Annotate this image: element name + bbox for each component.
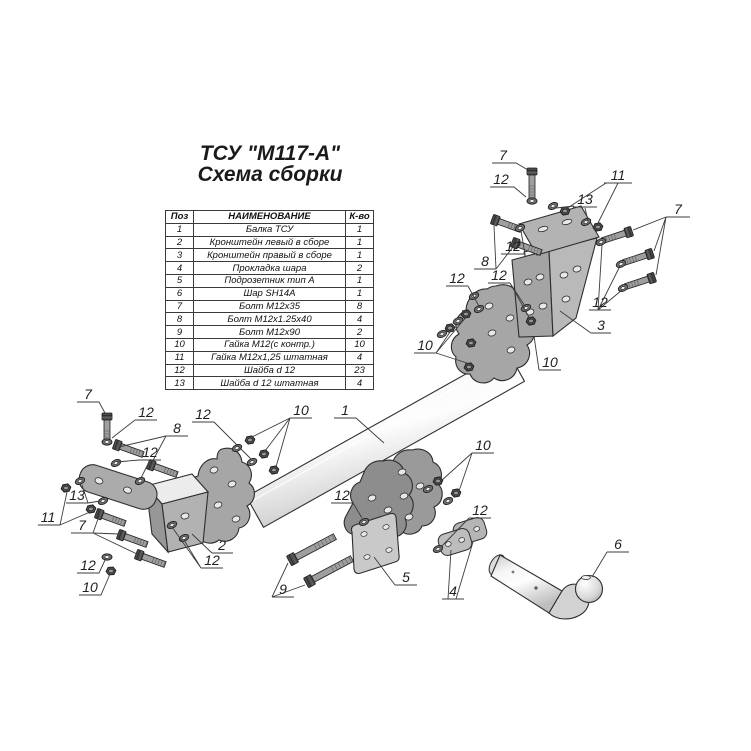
bolt xyxy=(526,167,538,200)
washer xyxy=(101,438,113,446)
bolt xyxy=(623,271,657,292)
callout-label: 12 xyxy=(138,404,154,420)
callout-label: 7 xyxy=(674,201,683,217)
drawing-title: ТСУ "М117-А" Схема сборки xyxy=(160,143,380,185)
bolt xyxy=(600,225,634,246)
callout-label: 7 xyxy=(78,517,87,533)
cell-name: Шайба d 12 штатная xyxy=(193,376,346,391)
towball-part-6 xyxy=(488,554,604,620)
callout-label: 3 xyxy=(597,317,605,333)
callout-label: 12 xyxy=(142,444,158,460)
nut xyxy=(85,503,97,515)
bolt xyxy=(145,458,180,480)
callout-label: 12 xyxy=(80,557,96,573)
nut xyxy=(105,566,117,576)
drawing-title-line1: ТСУ "М117-А" xyxy=(199,142,341,165)
nut xyxy=(258,448,270,460)
bolt xyxy=(133,548,168,570)
callout-label: 10 xyxy=(293,402,309,418)
washer xyxy=(546,200,560,212)
callout-label: 5 xyxy=(402,569,410,585)
callout-label: 12 xyxy=(449,270,465,286)
callout-label: 12 xyxy=(493,171,509,187)
callout-labels: 7 12 11 13 7 12 8 12 12 12 3 10 10 1 10 … xyxy=(41,147,683,599)
washer xyxy=(441,495,455,507)
callout-label: 12 xyxy=(592,294,608,310)
bolt-long xyxy=(286,531,338,567)
callout-label: 12 xyxy=(195,406,211,422)
callout-label: 6 xyxy=(614,536,622,552)
callout-label: 10 xyxy=(475,437,491,453)
bolt xyxy=(621,247,655,268)
cell-qty: 1 xyxy=(345,273,374,288)
callout-label: 10 xyxy=(542,354,558,370)
callout-label: 4 xyxy=(449,583,457,599)
callout-label: 12 xyxy=(204,552,220,568)
drawing-title-line2: Схема сборки xyxy=(197,163,343,186)
callout-label: 11 xyxy=(611,167,626,183)
callout-label: 8 xyxy=(481,253,489,269)
callout-label: 12 xyxy=(491,267,507,283)
callout-label: 12 xyxy=(472,502,488,518)
washer xyxy=(101,553,113,561)
left-bracket-part-2 xyxy=(78,464,210,554)
callout-leader-lines xyxy=(38,162,690,600)
washer xyxy=(109,457,123,469)
washer xyxy=(526,197,538,205)
callout-label: 9 xyxy=(279,581,287,597)
callout-label: 13 xyxy=(69,487,85,503)
bolt-long xyxy=(303,553,355,589)
beam-part-1 xyxy=(245,350,526,528)
ball-gaskets-part-4 xyxy=(437,517,488,556)
callout-label: 1 xyxy=(341,402,349,418)
callout-label: 2 xyxy=(217,537,226,553)
callout-label: 12 xyxy=(505,238,521,254)
callout-label: 7 xyxy=(499,147,508,163)
nut xyxy=(244,434,256,446)
callout-label: 7 xyxy=(84,386,93,402)
callout-label: 11 xyxy=(41,509,56,525)
table-header-row: Поз НАИМЕНОВАНИЕ К-во xyxy=(165,210,374,224)
cell-qty: 4 xyxy=(345,376,374,391)
callout-label: 8 xyxy=(173,420,181,436)
callout-label: 13 xyxy=(577,191,593,207)
callout-label: 10 xyxy=(82,579,98,595)
nut xyxy=(450,487,462,499)
socket-plate-part-5 xyxy=(350,512,400,575)
callout-label: 10 xyxy=(417,337,433,353)
nut xyxy=(268,464,280,476)
callout-label: 12 xyxy=(334,487,350,503)
bolt xyxy=(93,507,128,529)
